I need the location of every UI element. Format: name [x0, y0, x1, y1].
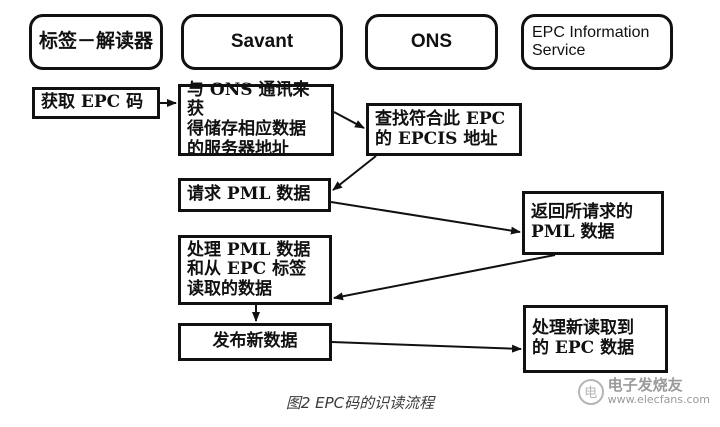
arrow-return-to-process	[333, 254, 556, 301]
lane-ons-label: ONS	[410, 31, 453, 53]
step-request-pml-label: 请求 PML 数据	[187, 184, 311, 205]
arrow-savant-to-find-epcis	[333, 111, 365, 129]
step-process-new: 处理新读取到 的 EPC 数据	[523, 305, 668, 373]
step-return-pml-label-2: PML 数据	[531, 222, 615, 242]
step-find-epcis-label-2: 的 EPCIS 地址	[375, 128, 498, 149]
step-process-new-label-1: 处理新读取到	[532, 318, 634, 339]
lane-epcis-label-2: Service	[532, 42, 586, 59]
step-publish-label: 发布新数据	[212, 331, 298, 352]
figure-caption: 图2 EPC码的识读流程	[285, 394, 435, 412]
lane-ons: ONS	[365, 14, 498, 70]
step-savant-ons-label-1: 与 ONS 通讯来获	[187, 79, 310, 120]
step-publish: 发布新数据	[178, 323, 332, 361]
step-savant-ons-label-2: 得储存相应数据	[187, 119, 306, 139]
step-process-pml-label-3: 读取的数据	[187, 278, 272, 299]
scan-smudge	[392, 176, 510, 198]
step-request-pml: 请求 PML 数据	[178, 178, 331, 212]
step-get-epc: 获取 EPC 码	[32, 87, 160, 119]
step-process-pml: 处理 PML 数据 和从 EPC 标签 读取的数据	[178, 235, 332, 305]
step-return-pml-label-1: 返回所请求的	[531, 202, 633, 223]
step-process-pml-label-1: 处理 PML 数据	[187, 239, 311, 260]
lane-reader-label: 标签－解读器	[38, 30, 153, 53]
lane-savant: Savant	[181, 14, 343, 70]
step-savant-ons: 与 ONS 通讯来获 得储存相应数据 的服务器地址	[178, 79, 334, 158]
step-find-epcis: 查找符合此 EPC 的 EPCIS 地址	[366, 103, 522, 156]
lane-reader: 标签－解读器	[29, 14, 163, 70]
lane-epcis: EPC Information Service	[521, 14, 673, 70]
watermark-logo-icon: 电	[577, 378, 604, 405]
step-process-new-label-2: 的 EPC 数据	[532, 338, 635, 358]
step-return-pml: 返回所请求的 PML 数据	[522, 191, 664, 255]
watermark-title: 电子发烧友	[607, 376, 683, 394]
arrow-request-to-return	[330, 201, 521, 235]
site-watermark: 电 电子发烧友 www.elecfans.com	[577, 376, 710, 406]
lane-savant-label: Savant	[230, 31, 294, 53]
arrow-publish-to-process-new	[331, 341, 522, 353]
arrow-find-epcis-to-request	[332, 155, 377, 191]
lane-epcis-label-1: EPC Information	[532, 23, 650, 41]
step-get-epc-label: 获取 EPC 码	[41, 92, 144, 113]
step-savant-ons-label-3: 的服务器地址	[187, 138, 289, 159]
step-process-pml-label-2: 和从 EPC 标签	[187, 259, 307, 280]
step-find-epcis-label-1: 查找符合此 EPC	[375, 108, 506, 129]
watermark-url: www.elecfans.com	[607, 392, 710, 406]
